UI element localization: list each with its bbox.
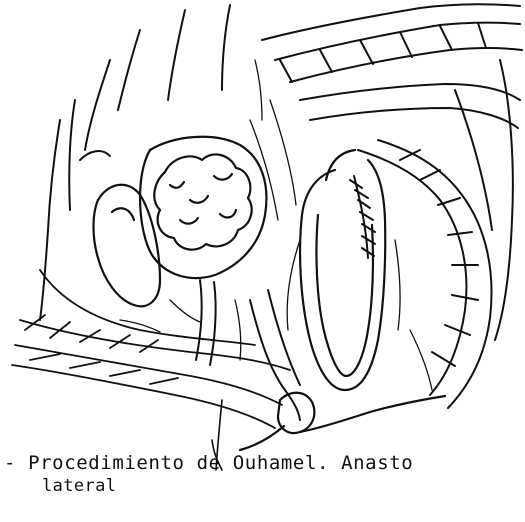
rectum-loop — [300, 150, 385, 390]
caption-line-1: - Procedimiento de Ouhamel. Anasto — [4, 452, 413, 474]
uterus-outline — [94, 185, 161, 307]
body-wall — [40, 5, 230, 320]
caption-line-2: lateral — [42, 476, 116, 496]
sacrum-outline — [358, 90, 492, 408]
perineal-canal — [196, 280, 300, 420]
perineum — [240, 393, 445, 450]
staple-line — [350, 176, 375, 258]
pelvic-floor — [12, 270, 290, 428]
figure-caption: - Procedimiento de Ouhamel. Anasto later… — [0, 452, 525, 522]
